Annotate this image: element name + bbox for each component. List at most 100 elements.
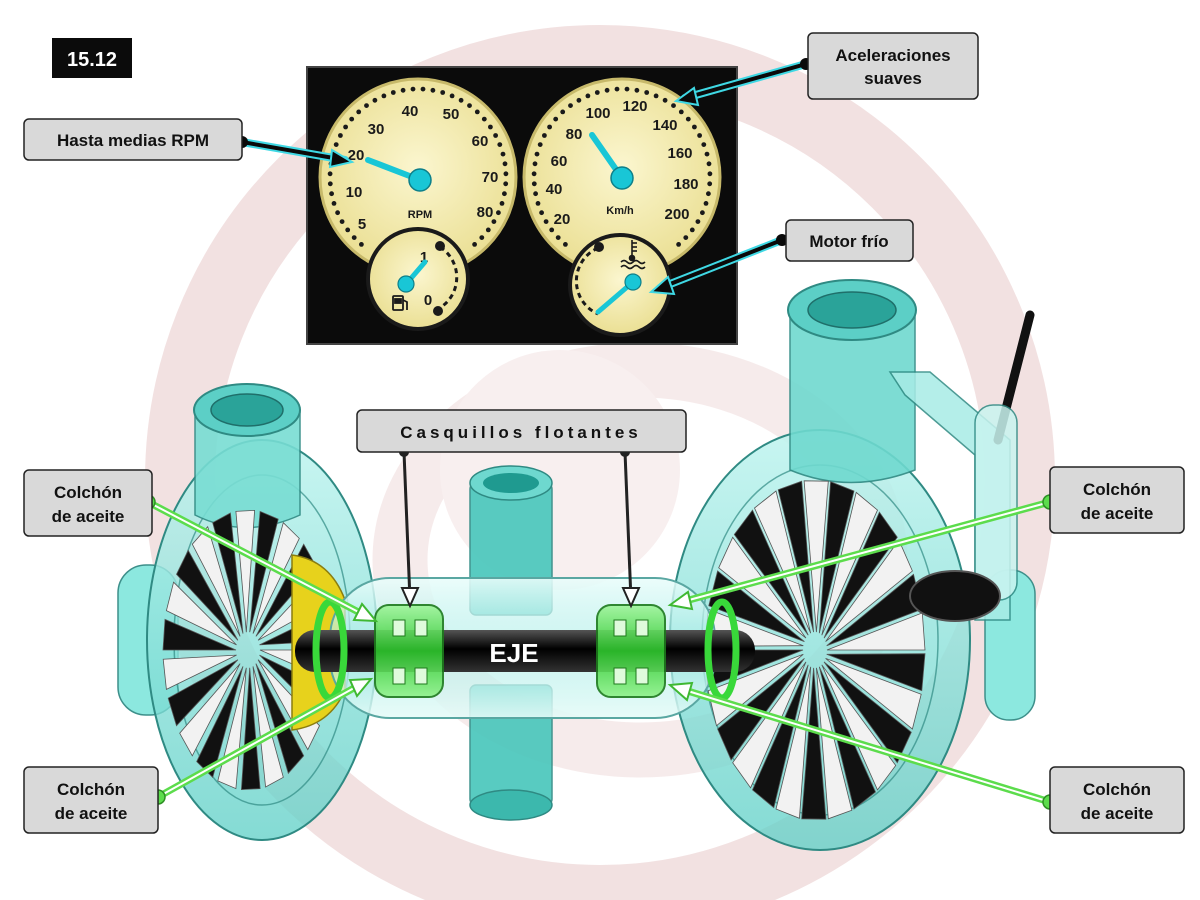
callout-text: Colchón [54,483,122,502]
scale-dot [502,191,507,197]
scale-dot [502,161,508,167]
scale-dot [563,242,568,247]
temp-needle-hub [624,273,642,291]
fuel-empty-marker [433,306,443,316]
wheel-blade [191,525,241,637]
wheel-blade [179,663,241,757]
speed-tick-label: 140 [652,117,677,134]
scale-dot [339,219,345,225]
right-floating-bushing [596,604,666,698]
wheel-blade [165,581,237,646]
temp-scale-arc [574,246,599,316]
fuel-tick-label: 0 [424,292,432,309]
tach-tick-label: 5 [358,216,366,233]
scale-dot [349,116,355,122]
callout-colchon-aceite-top-right: Colchón de aceite [1049,466,1185,534]
scale-dot [697,133,702,138]
wheel-blade [252,666,284,788]
callout-text: Aceleraciones [835,46,950,65]
scale-dot [479,235,485,241]
wheel-blade [240,667,261,791]
speed-tick-label: 80 [566,126,583,143]
wheel-blade [823,511,898,639]
callout-text: de aceite [1081,504,1154,523]
scale-dot [458,97,464,103]
wheel-blade [821,664,897,791]
scale-dot [493,133,498,138]
callout-text: Hasta medias RPM [57,131,209,150]
callout-text: de aceite [52,507,125,526]
speed-tick-label: 60 [551,153,568,170]
scale-dot [400,87,406,93]
scale-dot [692,124,697,130]
scale-dot [644,90,650,95]
right-housing [669,279,1036,851]
figure-number-badge: 15.12 [52,38,132,78]
scale-dot [532,161,538,167]
figure-number: 15.12 [67,49,117,71]
wheel-blade [754,490,812,634]
scale-dot [683,235,689,241]
speed-tick-label: 200 [664,206,689,223]
wheel-blade [176,549,239,641]
scale-dot [585,93,591,99]
tach-tick-label: 10 [346,184,363,201]
speedometer-dot-scale [531,86,713,247]
scale-dot [704,151,710,157]
callout-motor-frio: Motor frío [785,219,914,262]
wheel-blade [249,510,279,633]
callout-colchon-aceite-bottom-left: Colchón de aceite [23,766,159,834]
scale-dot [555,235,561,241]
callout-text: Colchón [1083,780,1151,799]
scale-dot [539,210,544,216]
tach-tick-label: 50 [443,106,460,123]
scale-dot [671,103,676,108]
wheel-blade [162,654,237,691]
scale-dot [604,87,610,93]
fuel-pump-icon [392,295,408,311]
tach-tick-label: 80 [477,204,494,221]
actuator-base [909,570,1001,622]
scale-dot [531,171,537,177]
wheel-blade [826,653,926,692]
callout-casquillos-flotantes: Casquillos flotantes [356,409,687,453]
wheel-blade [752,664,809,809]
scale-dot [689,227,695,233]
scale-dot [497,142,503,148]
scale-dot [678,109,684,115]
wheel-blade [162,618,237,651]
tach-tick-label: 20 [348,147,365,164]
turbocharger-illustration: EJE [117,279,1036,851]
scale-dot [481,116,487,122]
speedometer-gauge: 20 40 60 80 100 120 140 160 180 200 Km/h [522,77,722,337]
scale-dot [338,133,343,138]
scale-dot [695,219,701,225]
scale-dot [449,93,455,99]
wheel-blade [823,661,912,764]
scale-dot [329,191,334,197]
wheel-blade [732,661,807,789]
scale-dot [491,219,497,225]
speed-tick-label: 120 [622,98,647,115]
scale-dot [503,171,509,177]
speed-tick-label: 100 [585,105,610,122]
speed-tick-label: 160 [667,145,692,162]
fuel-full-marker [435,241,445,251]
scale-dot [701,142,707,148]
wheel-blade [775,666,812,819]
scale-dot [662,97,668,103]
fuel-needle-hub [397,275,415,293]
wheel-blade [803,480,829,633]
scale-dot [331,201,337,206]
scale-dot [542,133,547,138]
scale-dot [700,210,705,216]
scale-dot [327,171,333,177]
scale-dot [351,235,357,241]
scale-dot [547,124,552,130]
callout-aceleraciones-suaves: Aceleraciones suaves [807,32,979,100]
wheel-blade [255,663,305,775]
scale-dot [372,97,378,103]
wheel-blade [235,509,256,633]
scale-dot [381,93,387,99]
scale-dot [594,90,600,95]
